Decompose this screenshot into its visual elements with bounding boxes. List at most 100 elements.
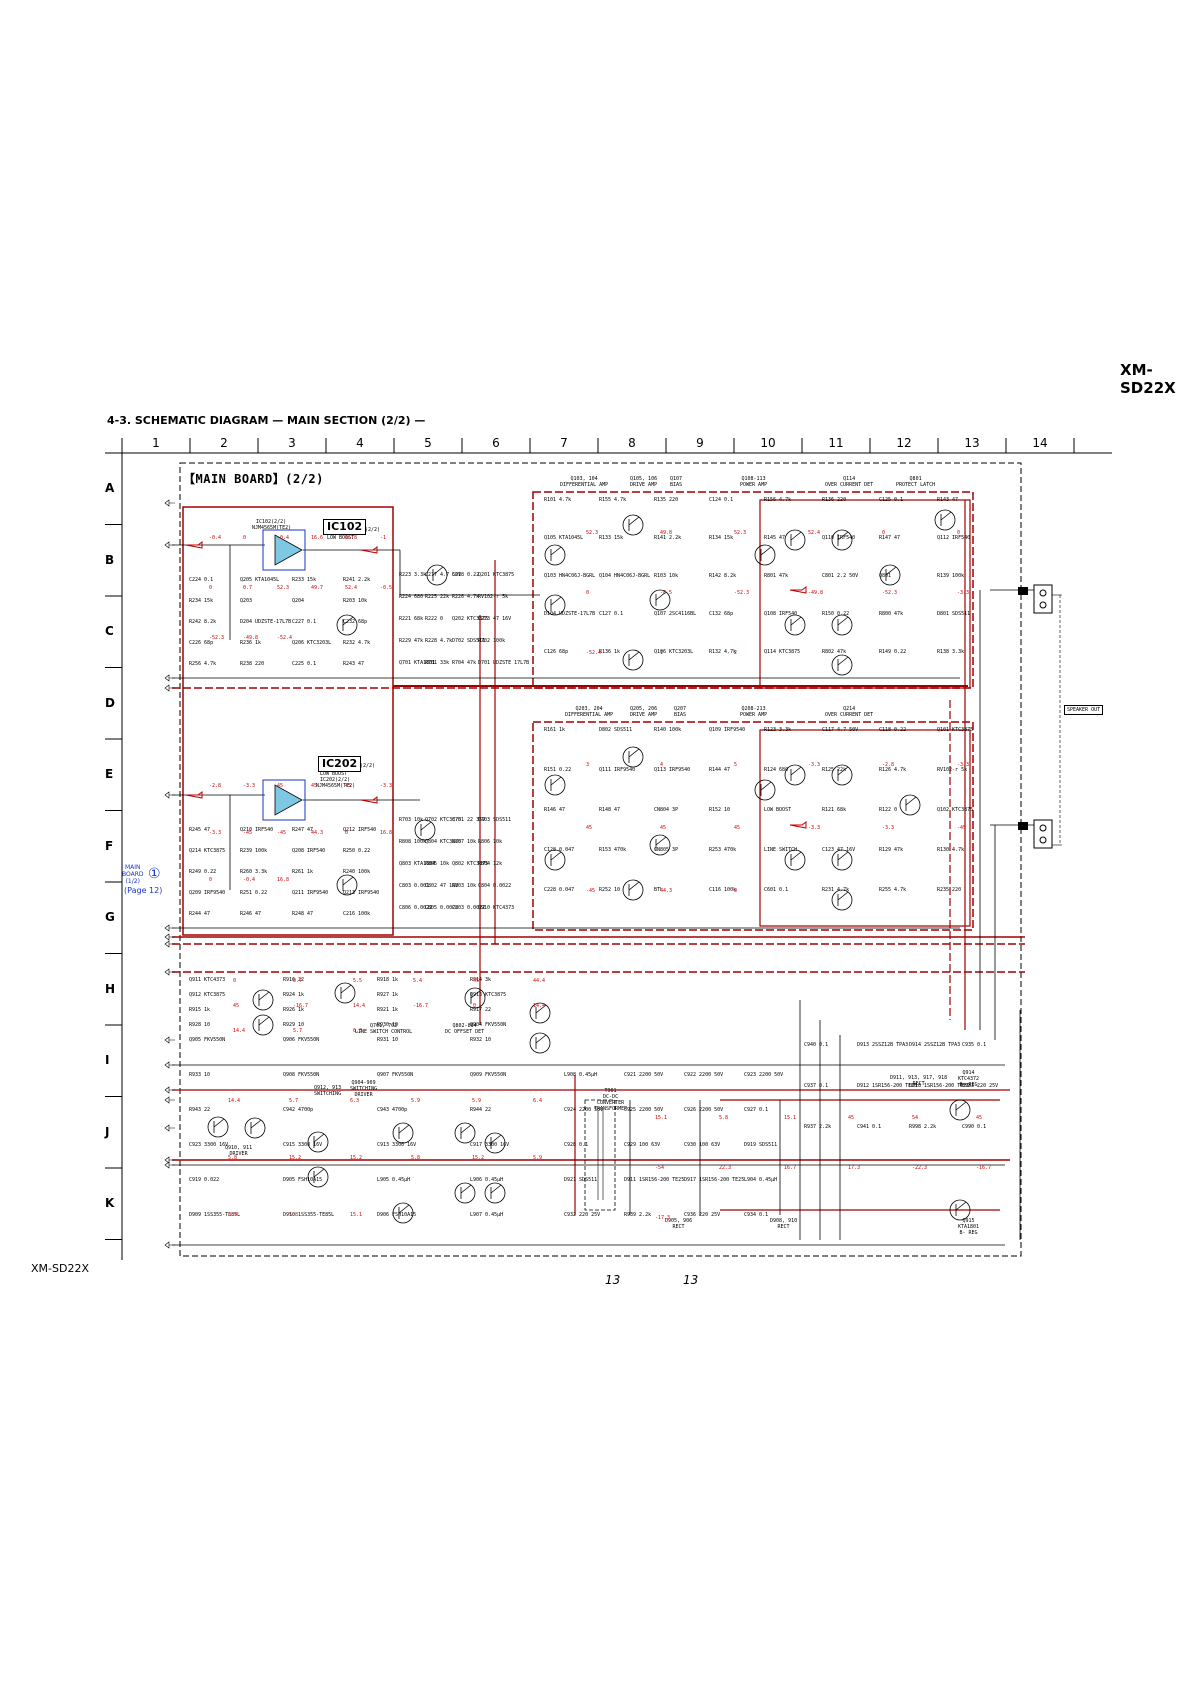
component-label: R240 100k (343, 869, 371, 875)
grid-row-K: K (105, 1196, 115, 1210)
component-label: R926 1k (283, 1007, 305, 1013)
component-label: D911 1SR156-200 TE25 (624, 1177, 685, 1183)
grid-column-14: 14 (1032, 436, 1048, 450)
transistor-symbol (949, 1099, 971, 1121)
component-label: C921 2200 50V (624, 1072, 664, 1078)
voltage-reading: -45 (277, 830, 287, 836)
grid-column-3: 3 (288, 436, 296, 450)
component-label: C801 2.2 50V (822, 573, 859, 579)
header-q114: Q114 OVER CURRENT DET (825, 476, 874, 488)
component-label: R125 22k (822, 767, 847, 773)
voltage-reading: 17.3 (848, 1165, 861, 1171)
component-label: Q105 KTA1045L (544, 535, 584, 541)
component-label: Q907 FKV550N (377, 1072, 414, 1078)
ic202-sub: IC202(2/2) (320, 777, 351, 783)
component-label: R244 47 (189, 911, 211, 917)
component-label: R232 4.7k (343, 640, 371, 646)
component-label: R122 0 (879, 807, 898, 813)
component-label: Q206 KTC3203L (292, 640, 332, 646)
header-t901: T901 DC-DC CONVERTER TRANSFORMER (594, 1088, 628, 1112)
component-label: C803 0.0022 (452, 905, 486, 911)
component-label: C601 0.1 (764, 887, 789, 893)
component-label: D906 FSH10A15 (377, 1212, 417, 1218)
component-label: Q913 KTC3875 (470, 992, 507, 998)
component-label: Q110 IRF540 (822, 535, 856, 541)
voltage-reading: 45 (311, 783, 318, 789)
voltage-reading: 16.8 (380, 830, 393, 836)
component-label: Q107 2SC4116BL (654, 611, 697, 617)
component-label: C803 0.001 (399, 883, 430, 889)
main-board-reference[interactable]: MAIN BOARD (1/2) (122, 864, 144, 885)
component-label: R239 100k (240, 848, 268, 854)
voltage-reading: -0.5 (380, 585, 393, 591)
voltage-reading: 2 (734, 650, 738, 656)
voltage-reading: -16.7 (413, 1003, 429, 1009)
ic202-desc: LOW BOOST (320, 771, 348, 777)
voltage-reading: 45 (277, 783, 284, 789)
component-label: C917 3300 16V (470, 1142, 510, 1148)
component-label: C923 2200 50V (744, 1072, 784, 1078)
main-board-page-link[interactable]: (Page 12) (124, 886, 163, 895)
component-label: R229 47k (399, 638, 424, 644)
transistor-symbol (754, 544, 776, 566)
component-label: Q101 KTC3875 (937, 727, 974, 733)
ic202-part: (2/2) (360, 763, 376, 769)
component-label: C919 0.022 (189, 1177, 220, 1183)
voltage-reading: 0 (243, 535, 247, 541)
component-label: Q104 HN4C06J-BGRL (599, 573, 651, 579)
component-label: Q112 IRF540 (937, 535, 971, 541)
component-label: BTL (654, 887, 664, 893)
component-label: D909 1SS355-TE85L (189, 1212, 241, 1218)
component-label: R150 0.22 (822, 611, 850, 617)
transistor-symbol (544, 594, 566, 616)
header-q108: Q108-113 POWER AMP (740, 476, 768, 488)
component-label: Q103 HN4C06J-BGRL (544, 573, 596, 579)
header-q801: Q801 PROTECT LATCH (896, 476, 936, 488)
component-label: R998 2.2k (909, 1124, 937, 1130)
transistor-symbol (622, 879, 644, 901)
component-label: Q201 KTC3875 (478, 572, 515, 578)
component-label: C943 4700p (377, 1107, 408, 1113)
component-label: R251 0.22 (240, 890, 268, 896)
voltage-reading: 6.3 (353, 1028, 363, 1034)
transistor-symbol (649, 834, 671, 856)
voltage-reading: -45 (243, 830, 253, 836)
component-label: C224 0.1 (189, 577, 214, 583)
voltage-reading: -2.8 (209, 783, 222, 789)
voltage-reading: 5.9 (472, 1098, 482, 1104)
voltage-reading: -0.4 (209, 535, 222, 541)
component-label: C930 100 63V (684, 1142, 721, 1148)
component-label: Q114 KTC3875 (764, 649, 801, 655)
component-label: R242 8.2k (189, 619, 217, 625)
component-label: R802 47k (822, 649, 847, 655)
transistor-symbol (414, 819, 436, 841)
component-label: R151 0.22 (544, 767, 572, 773)
transistor-symbol (307, 1131, 329, 1153)
component-label: C225 0.1 (292, 661, 317, 667)
component-label: R930 10 (377, 1022, 399, 1028)
component-label: Q108 IRF540 (764, 611, 798, 617)
voltage-reading: -0.4 (243, 877, 256, 883)
grid-column-12: 12 (896, 436, 912, 450)
header-q107: Q107 BIAS (670, 476, 683, 488)
component-label: D703 SDS511 (478, 817, 512, 823)
grid-column-10: 10 (760, 436, 776, 450)
transistor-symbol (949, 1199, 971, 1221)
component-label: Q209 IRF9540 (189, 890, 226, 896)
transistor-symbol (831, 889, 853, 911)
component-label: D912 1SR156-200 TE25 (857, 1083, 918, 1089)
component-label: Q801 (879, 573, 892, 579)
component-label: R144 47 (709, 767, 731, 773)
connector-stub (164, 1096, 175, 1104)
voltage-reading: 14.4 (233, 1028, 246, 1034)
voltage-reading: -22.3 (912, 1165, 928, 1171)
component-label: C929 100 63V (624, 1142, 661, 1148)
component-label: R939 2.2k (624, 1212, 652, 1218)
grid-row-H: H (105, 981, 116, 996)
voltage-reading: 0 (209, 585, 213, 591)
component-label: LOW BOOST (764, 807, 792, 813)
ic102-sub: IC102(2/2) (256, 519, 287, 525)
header-q203: Q203, 204 DIFFERENTIAL AMP (565, 706, 614, 718)
component-label: R231 4.7k (822, 887, 850, 893)
voltage-reading: 5.8 (719, 1115, 729, 1121)
